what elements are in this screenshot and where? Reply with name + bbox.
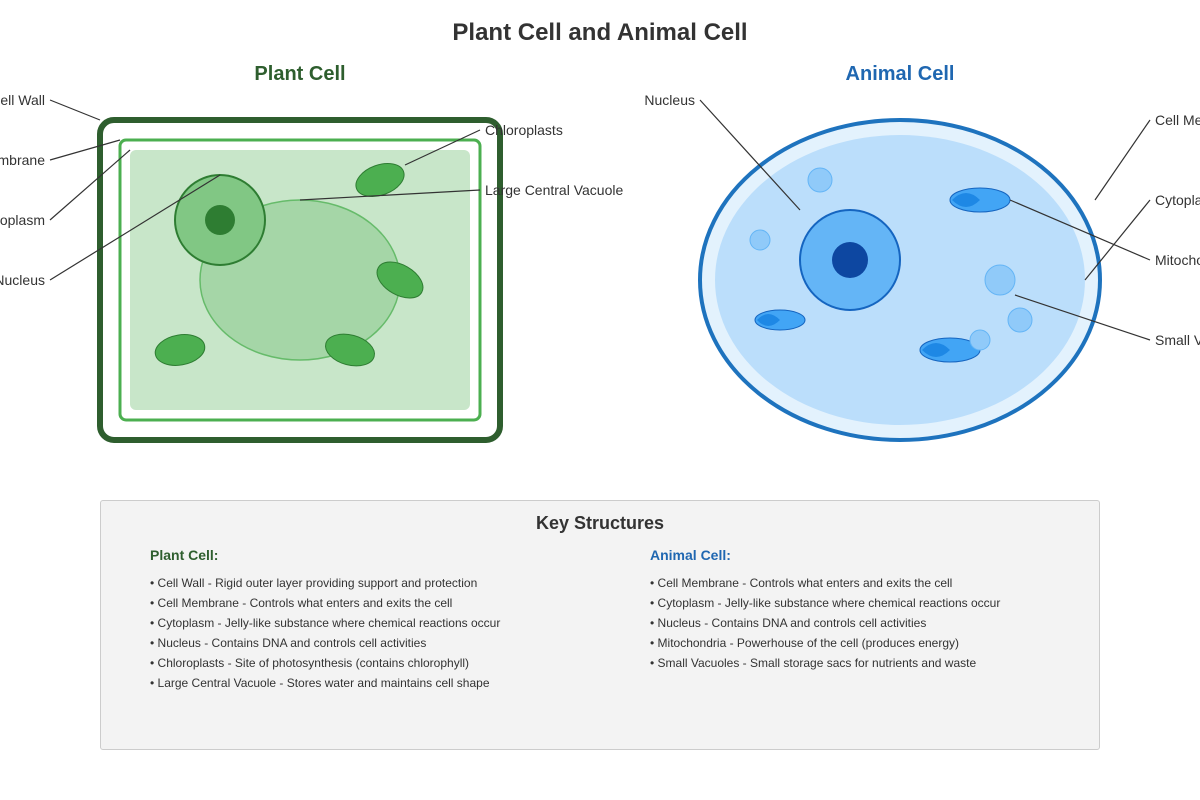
plant-nucleolus bbox=[205, 205, 235, 235]
small-vacuole bbox=[984, 264, 1016, 296]
animal-cytoplasm bbox=[715, 135, 1085, 425]
label-nucleus: Nucleus bbox=[0, 272, 45, 288]
page-title: Plant Cell and Animal Cell bbox=[452, 19, 747, 46]
chloroplast bbox=[355, 163, 405, 197]
leader-line-cell-membrane bbox=[49, 139, 121, 161]
chloroplast bbox=[376, 261, 424, 299]
label-animal-nucleus: Nucleus bbox=[644, 92, 695, 108]
label-animal-cytoplasm: Cytoplasm bbox=[1155, 192, 1200, 208]
leader-line-mitochondria bbox=[1009, 199, 1151, 261]
list-item: • Cytoplasm - Jelly-like substance where… bbox=[650, 596, 1001, 610]
label-cell-wall: Cell Wall bbox=[0, 92, 45, 108]
key-plant-list: • Cell Wall - Rigid outer layer providin… bbox=[150, 573, 600, 693]
label-animal-cell-membrane: Cell Membrane bbox=[1155, 112, 1200, 128]
leader-line-animal-cytoplasm bbox=[1084, 199, 1151, 281]
leader-line-cell-wall bbox=[49, 99, 101, 121]
label-small-vacuoles: Small Vacuoles bbox=[1155, 332, 1200, 348]
leader-line-vacuole bbox=[299, 189, 481, 201]
key-animal-title: Animal Cell: bbox=[650, 547, 731, 563]
list-item: • Nucleus - Contains DNA and controls ce… bbox=[650, 616, 927, 630]
plant-cell-heading: Plant Cell bbox=[254, 63, 345, 85]
key-structures-title: Key Structures bbox=[535, 513, 665, 533]
leader-line-animal-nucleus bbox=[699, 99, 801, 211]
leader-line-chloroplasts bbox=[404, 129, 481, 166]
list-item: • Chloroplasts - Site of photosynthesis … bbox=[150, 656, 470, 670]
small-vacuole bbox=[749, 229, 771, 251]
list-item: • Cell Membrane - Controls what enters a… bbox=[650, 576, 953, 590]
list-item: • Nucleus - Contains DNA and controls ce… bbox=[150, 636, 427, 650]
label-mitochondria: Mitochondria bbox=[1155, 252, 1200, 268]
list-item: • Small Vacuoles - Small storage sacs fo… bbox=[650, 656, 977, 670]
list-item: • Cell Wall - Rigid outer layer providin… bbox=[150, 576, 478, 590]
label-chloroplasts: Chloroplasts bbox=[485, 122, 563, 138]
small-vacuole bbox=[807, 167, 833, 193]
list-item: • Cytoplasm - Jelly-like substance where… bbox=[150, 616, 501, 630]
small-vacuole bbox=[969, 329, 991, 351]
mitochondrion bbox=[949, 187, 1011, 213]
label-large-central-vacuole: Large Central Vacuole bbox=[485, 182, 623, 198]
animal-cell-heading: Animal Cell bbox=[846, 63, 955, 85]
mitochondrion bbox=[754, 309, 806, 331]
animal-nucleolus bbox=[832, 242, 868, 278]
label-cell-membrane: Cell Membrane bbox=[0, 152, 45, 168]
list-item: • Mitochondria - Powerhouse of the cell … bbox=[650, 636, 960, 650]
leader-line-nucleus bbox=[49, 174, 221, 281]
plant-cell: Plant Cell Cell Wall Cell Membrane Cytop… bbox=[0, 63, 623, 443]
key-structures-panel: Key Structures Plant Cell: • Cell Wall -… bbox=[100, 500, 1100, 750]
key-plant-column: Plant Cell: • Cell Wall - Rigid outer la… bbox=[150, 547, 600, 693]
key-plant-title: Plant Cell: bbox=[150, 547, 219, 563]
small-vacuole bbox=[1007, 307, 1033, 333]
leader-line-cytoplasm bbox=[49, 149, 131, 221]
label-cytoplasm: Cytoplasm bbox=[0, 212, 45, 228]
list-item: • Large Central Vacuole - Stores water a… bbox=[150, 676, 490, 690]
key-animal-list: • Cell Membrane - Controls what enters a… bbox=[650, 573, 1100, 673]
leader-line-small-vacuoles bbox=[1014, 294, 1151, 341]
cell-diagram: Plant Cell and Animal Cell Plant Cell Ce… bbox=[0, 19, 1200, 443]
list-item: • Cell Membrane - Controls what enters a… bbox=[150, 596, 453, 610]
key-animal-column: Animal Cell: • Cell Membrane - Controls … bbox=[650, 547, 1100, 673]
chloroplast bbox=[325, 333, 375, 367]
chloroplast bbox=[154, 334, 206, 366]
leader-line-animal-membrane bbox=[1094, 119, 1151, 201]
animal-cell: Animal Cell Nucleus Cell Membrane bbox=[644, 63, 1200, 442]
